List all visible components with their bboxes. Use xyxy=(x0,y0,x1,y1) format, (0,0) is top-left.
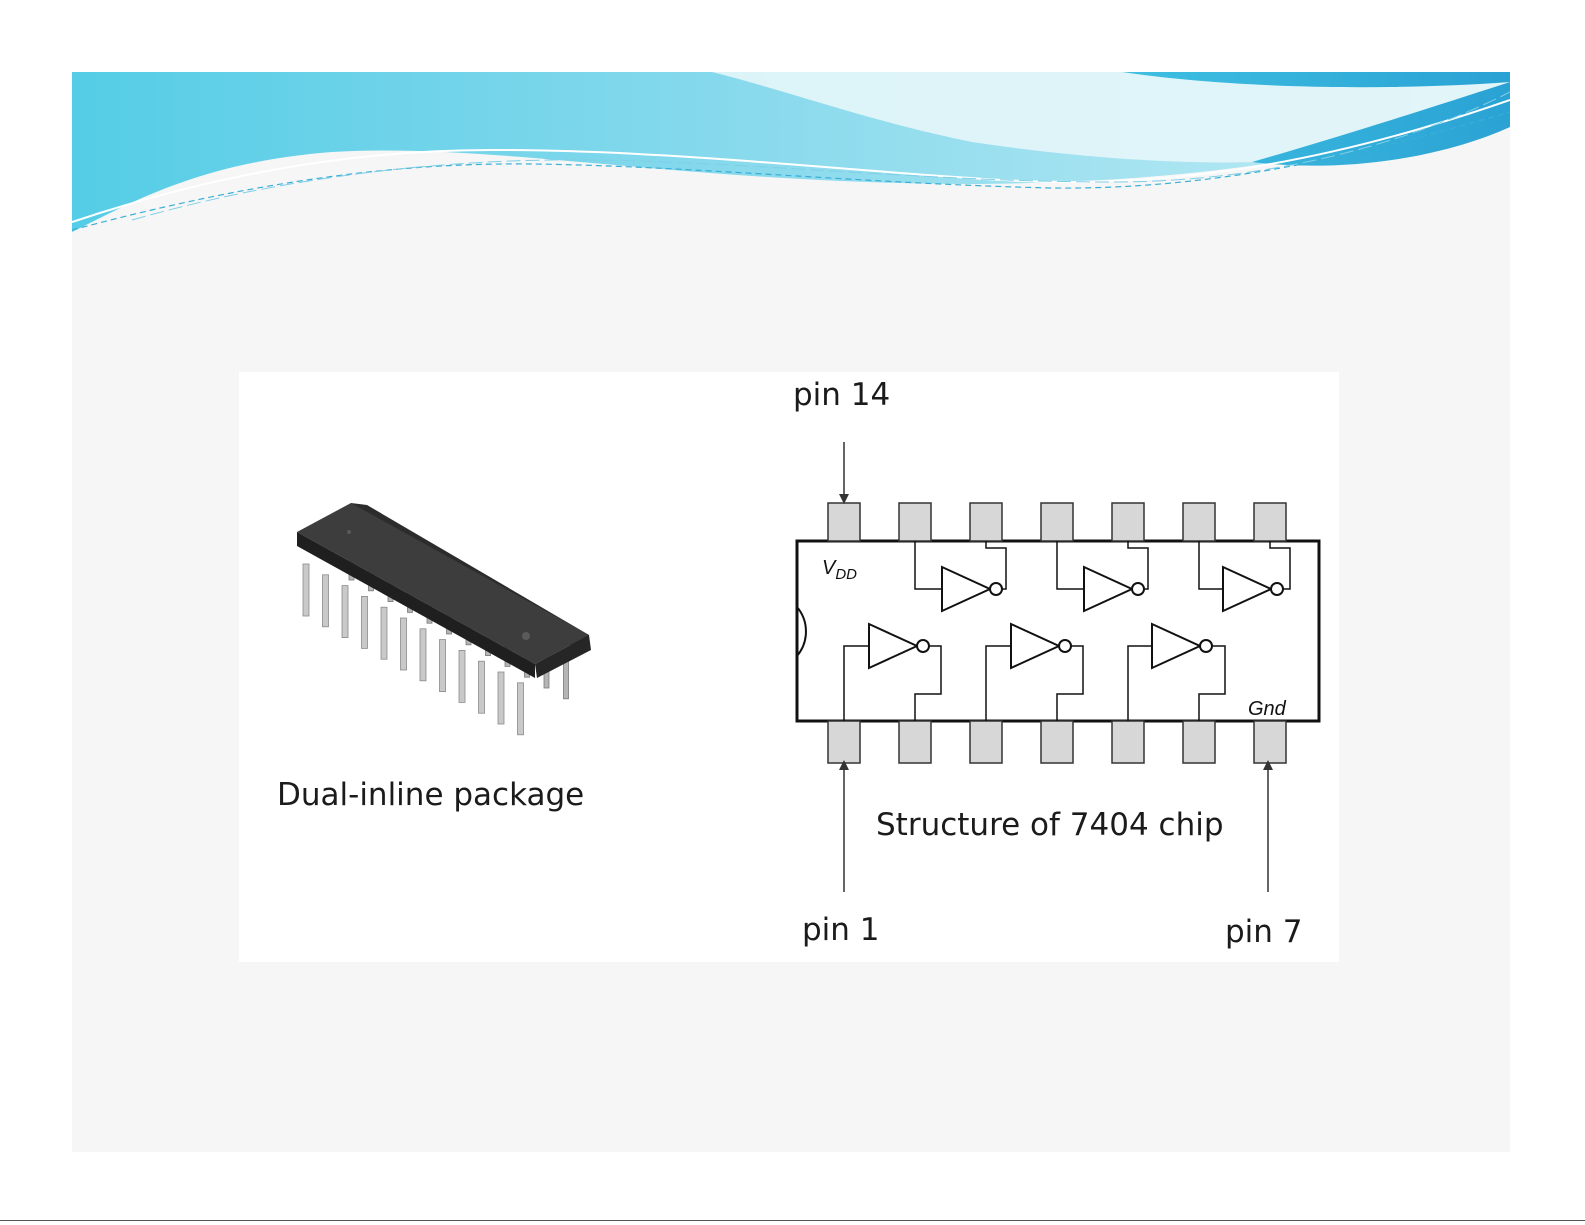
pin7-label: pin 7 xyxy=(1225,914,1303,950)
figure-panel: VDD Gnd Dual-inline package Structure of… xyxy=(239,372,1339,962)
inverter-bubble xyxy=(990,583,1002,595)
inverter-bubble xyxy=(1059,640,1071,652)
dip-caption: Dual-inline package xyxy=(277,777,584,813)
inverter-bubble xyxy=(1271,583,1283,595)
bottom-pin xyxy=(1112,721,1144,763)
top-pin xyxy=(970,503,1002,541)
top-pin xyxy=(1183,503,1215,541)
gnd-label: Gnd xyxy=(1248,698,1287,720)
bottom-pin xyxy=(828,721,860,763)
bottom-pin xyxy=(970,721,1002,763)
pin1-label: pin 1 xyxy=(802,912,880,948)
wave-banner xyxy=(72,72,1510,242)
pin14-label: pin 14 xyxy=(793,377,890,413)
slide: VDD Gnd Dual-inline package Structure of… xyxy=(72,72,1510,1152)
bottom-pin xyxy=(1254,721,1286,763)
structure-caption: Structure of 7404 chip xyxy=(876,807,1224,843)
page-bottom-rule xyxy=(0,1220,1585,1221)
top-pin xyxy=(1254,503,1286,541)
top-pin xyxy=(1112,503,1144,541)
top-pin xyxy=(1041,503,1073,541)
inverter-bubble xyxy=(917,640,929,652)
inverter-bubble xyxy=(1132,583,1144,595)
inverter-bubble xyxy=(1200,640,1212,652)
top-pin xyxy=(828,503,860,541)
bottom-pin xyxy=(1183,721,1215,763)
bottom-pin xyxy=(1041,721,1073,763)
top-pin xyxy=(899,503,931,541)
bottom-pin xyxy=(899,721,931,763)
7404-structure-diagram: VDD Gnd xyxy=(239,372,1339,962)
